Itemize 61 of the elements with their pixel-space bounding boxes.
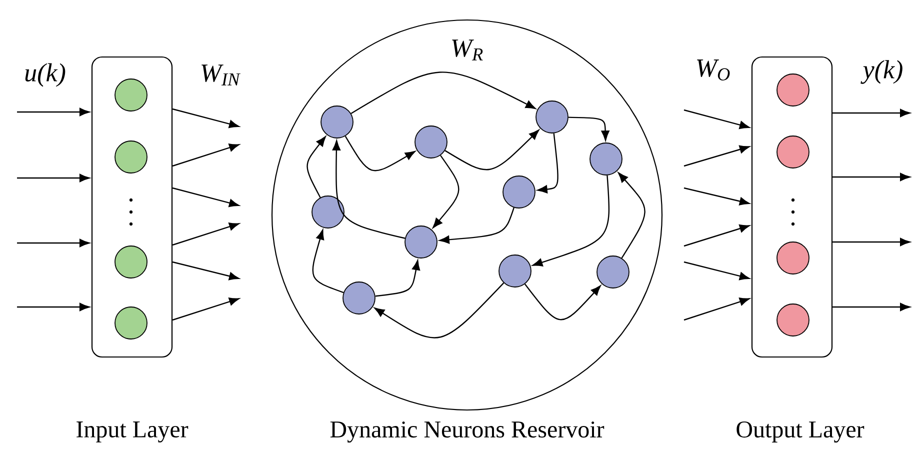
- neuron-circle: [776, 136, 810, 168]
- arrow: [172, 298, 240, 321]
- arrow: [684, 109, 750, 129]
- arrow: [537, 133, 558, 194]
- arrow: [172, 144, 240, 167]
- arrow: [172, 222, 240, 246]
- arrow: [306, 136, 326, 198]
- neuron-circle: [404, 226, 438, 258]
- arrow: [344, 136, 416, 172]
- arrow: [312, 230, 344, 294]
- arrow: [432, 155, 460, 228]
- arrow: [684, 187, 750, 206]
- neuron-circle: [536, 100, 568, 134]
- arrow: [172, 261, 240, 280]
- neuron-circle: [320, 106, 354, 138]
- arrow: [444, 130, 540, 170]
- neuron-circle: [498, 254, 532, 288]
- neuron-circle: [776, 74, 810, 106]
- arrow: [332, 140, 406, 239]
- neuron-circle: [114, 246, 148, 278]
- arrow: [684, 261, 750, 280]
- neuron-circle: [596, 256, 630, 288]
- arrow: [17, 108, 90, 116]
- arrow: [17, 238, 90, 248]
- arrow: [832, 302, 910, 312]
- weight-label: W$_{IN}$: [202, 64, 241, 86]
- arrow: [568, 116, 610, 141]
- neuron-circle: [342, 282, 376, 314]
- arrow: [172, 187, 240, 208]
- arrow: [832, 172, 910, 182]
- weight-label: W$_{R}$: [452, 40, 483, 60]
- weight-label: W$_{O}$: [697, 60, 730, 80]
- neuron-circle: [114, 78, 148, 112]
- arrow: [832, 108, 910, 118]
- layer-label: Output Layer: [736, 421, 864, 443]
- arrow: [439, 207, 514, 244]
- arrow: [684, 145, 750, 167]
- arrow: [350, 72, 536, 114]
- weight-label: y(k): [860, 60, 902, 84]
- neuron-circle: [312, 196, 344, 228]
- arrow: [684, 298, 750, 321]
- arrow: [618, 172, 646, 258]
- layer-label: Dynamic Neurons Reservoir: [330, 421, 604, 443]
- arrow: [684, 224, 750, 247]
- neuron-circle: [776, 304, 810, 336]
- arrow: [532, 175, 610, 266]
- arrow: [832, 238, 910, 246]
- neuron-circle: [414, 126, 448, 158]
- arrow: [374, 282, 504, 338]
- arrow: [17, 174, 90, 182]
- weight-label: u(k): [25, 63, 66, 87]
- neuron-circle: [776, 242, 810, 274]
- layer-label: Input Layer: [76, 422, 188, 442]
- neuron-circle: [114, 140, 148, 174]
- arrow: [375, 260, 420, 297]
- neuron-circle: [114, 306, 148, 340]
- arrow: [524, 284, 601, 320]
- neuron-circle: [502, 176, 536, 208]
- arrow: [17, 302, 90, 312]
- arrow: [172, 108, 240, 128]
- neuron-circle: [590, 142, 622, 176]
